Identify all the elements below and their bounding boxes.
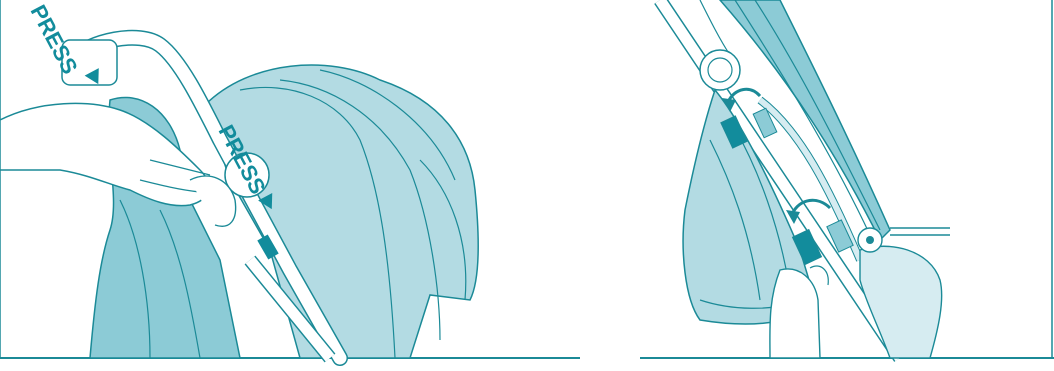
step-panel-press-release: PRESS PRESS <box>0 0 580 366</box>
hand-right <box>860 246 942 358</box>
fabric-clip-illustration <box>640 0 1054 366</box>
canopy <box>205 65 478 358</box>
hand-bottom-left <box>770 269 820 358</box>
stroller-handle-illustration: PRESS PRESS <box>0 0 580 366</box>
hand-left <box>0 103 209 205</box>
step-panel-unclip-fabric <box>640 0 1054 366</box>
